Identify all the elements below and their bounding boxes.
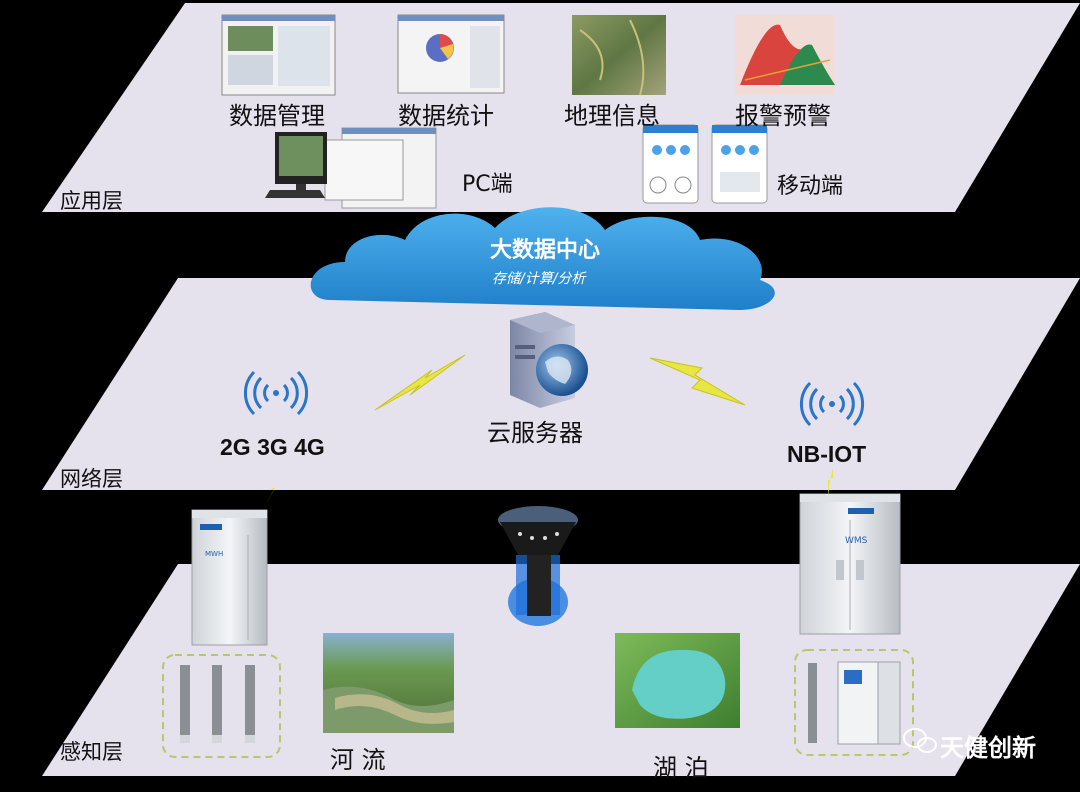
application-layer-plane (42, 3, 1080, 212)
data-management-screenshot (221, 14, 336, 96)
perception-layer-label: 感知层 (60, 740, 123, 764)
right-cabinet-brand: WMS (845, 536, 868, 546)
watermark-text: 天健创新 (940, 734, 1036, 762)
lake-photo (615, 633, 740, 728)
signal-left-icon (243, 370, 309, 416)
data-statistics-screenshot (397, 14, 505, 94)
monitoring-cabinet-left: MWH (191, 509, 268, 646)
module-geographic-info: 地理信息 (564, 102, 660, 130)
buoy-sensor-icon (498, 506, 578, 626)
monitoring-cabinet-right: WMS (799, 493, 901, 635)
lightning-cabinet-right-icon (828, 468, 833, 497)
module-alarm-warning: 报警预警 (735, 102, 831, 130)
cloud-server-icon (510, 312, 588, 408)
lightning-left-icon (374, 354, 466, 411)
mobile-network-protocols: 2G 3G 4G (220, 434, 325, 460)
lightning-cabinet-left-icon (265, 474, 280, 505)
wechat-icon (903, 728, 937, 753)
probe-group-left-frame (162, 654, 281, 758)
geographic-info-screenshot (572, 15, 666, 96)
pc-workstation-image (265, 127, 437, 209)
lightning-right-icon (649, 357, 746, 406)
network-layer-label: 网络层 (60, 467, 123, 491)
analyzer-equipment-right (808, 661, 901, 745)
alarm-warning-screenshot (735, 15, 835, 95)
lake-label: 湖 泊 (653, 754, 709, 782)
mobile-phone-left (642, 124, 699, 204)
river-label: 河 流 (330, 746, 386, 774)
pc-label: PC端 (462, 172, 513, 197)
signal-right-icon (799, 381, 865, 427)
left-cabinet-brand: MWH (205, 550, 223, 558)
cloud-title: 大数据中心 (490, 238, 601, 263)
nb-iot-protocol: NB-IOT (787, 441, 867, 467)
big-data-cloud (310, 207, 775, 310)
application-layer-label: 应用层 (60, 189, 123, 213)
cloud-server-label: 云服务器 (487, 419, 583, 447)
probe-group-right-frame (794, 649, 914, 756)
mobile-phone-right (711, 124, 768, 204)
module-data-management: 数据管理 (229, 102, 325, 130)
module-data-statistics: 数据统计 (398, 102, 494, 130)
mobile-label: 移动端 (777, 174, 844, 199)
cloud-subtitle: 存储/计算/分析 (492, 271, 586, 287)
probe-sensors-left (180, 665, 255, 743)
river-photo (323, 633, 454, 733)
